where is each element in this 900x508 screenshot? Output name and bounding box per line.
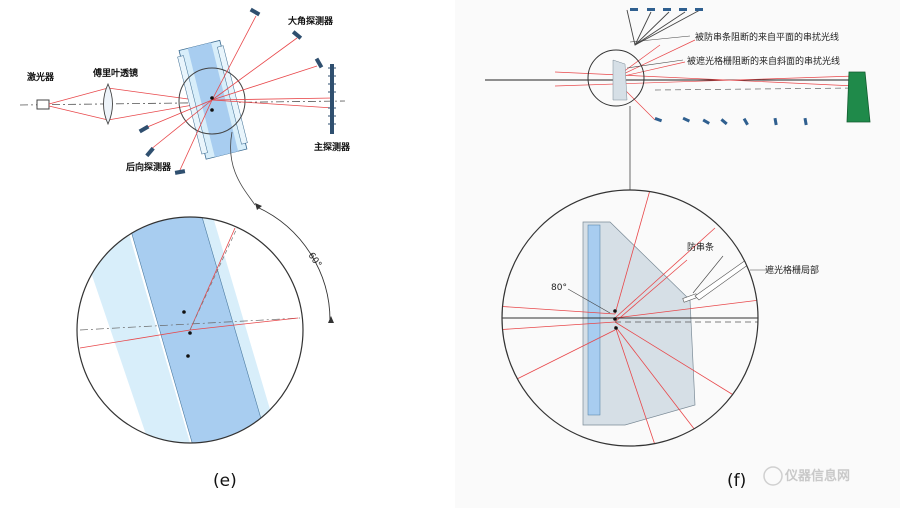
fourier-lens bbox=[103, 82, 113, 126]
caption-f: (f) bbox=[727, 471, 746, 491]
panel-f-diagram: 被防串条阻断的来自平面的串扰光线 被遮光格栅阻断的来自斜面的串扰光线 bbox=[485, 8, 871, 491]
magnified-cell-e bbox=[79, 217, 301, 443]
dashed-line-f bbox=[654, 87, 856, 91]
wide-angle-detectors bbox=[249, 7, 324, 69]
label-back-detector: 后向探测器 bbox=[126, 161, 172, 173]
grating-bracket bbox=[626, 9, 701, 46]
leader-angle-f bbox=[567, 288, 611, 314]
watermark: 仪器信息网 bbox=[763, 466, 850, 486]
panel-e: 激光器 傅里叶透镜 大角探测器 主探测器 后向探测器 60° (e) bbox=[19, 7, 351, 491]
bottom-detectors-f bbox=[654, 116, 808, 126]
caption-e: (e) bbox=[213, 471, 237, 491]
zoom-circle-e-large bbox=[76, 216, 304, 444]
label-anti-crosstalk: 防串条 bbox=[687, 241, 714, 253]
main-detector bbox=[328, 64, 336, 134]
zoom-circle-e-small bbox=[178, 67, 246, 135]
label-wide-detector: 大角探测器 bbox=[288, 15, 334, 27]
optical-axis bbox=[19, 100, 346, 106]
leader-anti-crosstalk bbox=[692, 255, 724, 294]
top-detectors-f bbox=[630, 8, 703, 11]
laser-box bbox=[36, 99, 50, 110]
leader-grating bbox=[626, 59, 684, 69]
panel-f: 被防串条阻断的来自平面的串扰光线 被遮光格栅阻断的来自斜面的串扰光线 bbox=[455, 0, 900, 508]
label-grating-part: 遮光格栅局部 bbox=[765, 264, 819, 276]
label-main-detector: 主探测器 bbox=[314, 141, 351, 153]
leader-flat bbox=[629, 35, 691, 43]
label-laser: 激光器 bbox=[27, 71, 55, 83]
main-detector-f bbox=[846, 71, 871, 123]
magnified-cell-f bbox=[502, 190, 758, 446]
label-flat-stray: 被防串条阻断的来自平面的串扰光线 bbox=[695, 31, 839, 43]
scatter-point bbox=[210, 96, 214, 100]
label-grating-stray: 被遮光格栅阻断的来自斜面的串扰光线 bbox=[687, 55, 840, 67]
scatter-rays-e bbox=[144, 15, 334, 171]
angle-label-f: 80° bbox=[551, 283, 567, 293]
scatter-point bbox=[210, 108, 214, 112]
watermark-text: 仪器信息网 bbox=[784, 468, 850, 484]
angle-arc-e bbox=[256, 206, 331, 323]
zoom-circle-f-large bbox=[501, 189, 759, 447]
zoom-circle-f-small bbox=[587, 49, 645, 107]
panel-e-diagram: 激光器 傅里叶透镜 大角探测器 主探测器 后向探测器 60° (e) bbox=[19, 7, 351, 491]
label-lens: 傅里叶透镜 bbox=[92, 67, 138, 79]
zoom-connector-e bbox=[230, 131, 256, 206]
angle-label-e: 60° bbox=[306, 251, 323, 270]
back-detectors bbox=[138, 124, 186, 175]
